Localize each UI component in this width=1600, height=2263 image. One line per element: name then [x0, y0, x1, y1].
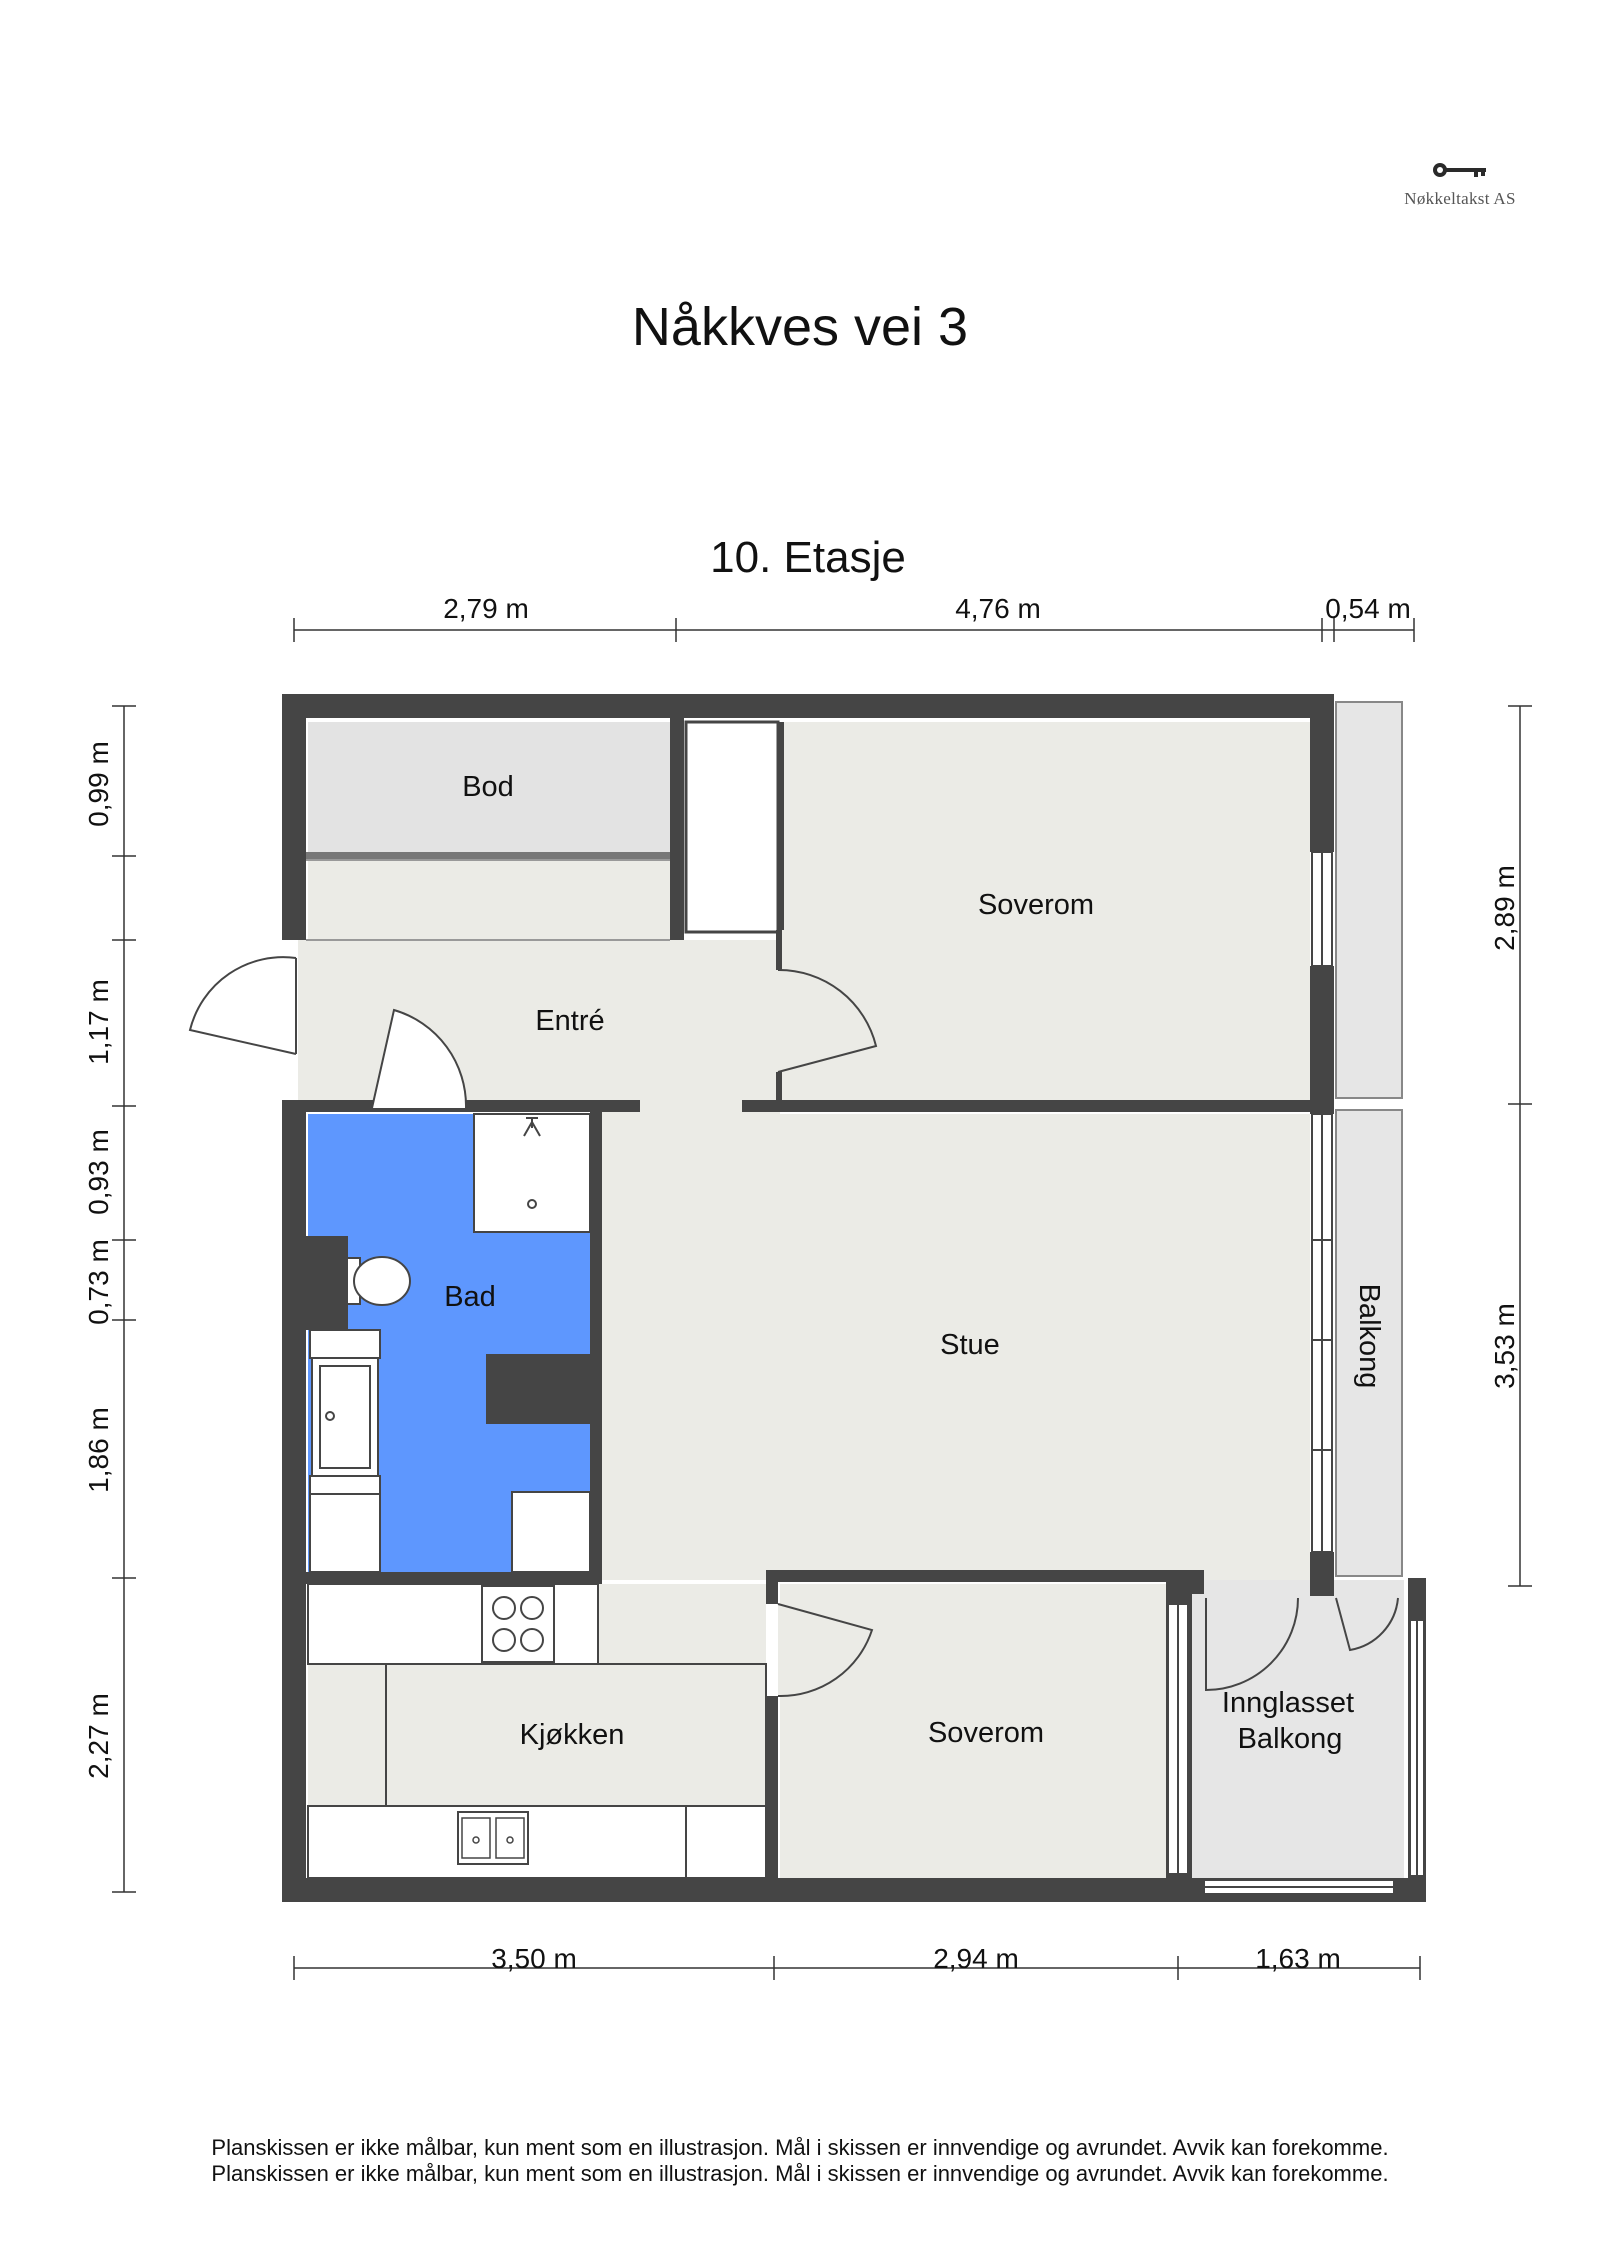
door-innglasset	[1205, 1597, 1299, 1692]
dim-bottom-3: 1,63 m	[1255, 1943, 1341, 1974]
dim-left-5: 1,86 m	[83, 1407, 114, 1493]
bath-sink	[311, 1357, 379, 1477]
dim-left-3: 0,93 m	[83, 1129, 114, 1215]
wall-stue-top	[742, 1100, 1312, 1112]
page-title: Nåkkves vei 3	[631, 297, 969, 357]
dimension-lines	[112, 618, 1532, 1980]
wall-bod-shelf	[306, 852, 670, 860]
wall-bad-bottom	[306, 1572, 602, 1584]
bath-cabinet	[309, 1329, 381, 1359]
door-main	[188, 956, 297, 1055]
windows	[1167, 851, 1425, 1895]
label-bad: Bad	[444, 1281, 496, 1313]
shower-drain	[527, 1199, 537, 1209]
wall-top	[282, 694, 1332, 718]
wall-bad-right	[590, 1110, 602, 1584]
floor-wardrobe	[684, 720, 780, 934]
dim-left-1: 0,99 m	[83, 741, 114, 827]
label-innglasset-1: Innglasset	[1222, 1687, 1354, 1719]
wall-soverom2-left-top	[766, 1570, 778, 1604]
floor-stue	[600, 1114, 1310, 1580]
washer	[309, 1475, 381, 1573]
label-soverom-1: Soverom	[978, 889, 1094, 921]
wall-innglasset-top	[1192, 1570, 1204, 1594]
label-innglasset-2: Balkong	[1238, 1723, 1343, 1755]
room-labels: Bod Soverom Entré Bad Stue Balkong Kjøkk…	[444, 771, 1385, 1755]
wall-right-mid	[1310, 966, 1334, 1114]
floor-entre	[298, 940, 780, 1100]
dim-top-2: 4,76 m	[955, 593, 1041, 624]
label-bod: Bod	[462, 771, 514, 803]
dim-top-1: 2,79 m	[443, 593, 529, 624]
toilet-bowl	[353, 1256, 411, 1306]
dim-left-4: 0,73 m	[83, 1239, 114, 1325]
company-logo: Nøkkeltakst AS	[1380, 160, 1540, 209]
floor-balkong-lower	[1335, 1109, 1403, 1577]
floor-bod	[308, 722, 670, 852]
fixtures	[307, 1113, 767, 1879]
label-soverom-2: Soverom	[928, 1717, 1044, 1749]
wall-right-low	[1310, 1552, 1334, 1596]
disclaimer-line: Planskissen er ikke målbar, kun ment som…	[211, 2135, 1389, 2160]
floor-balkong-upper	[1335, 701, 1403, 1099]
dim-left-6: 2,27 m	[83, 1693, 114, 1779]
door-bad	[371, 1008, 468, 1109]
doors	[188, 859, 1399, 1698]
dim-right-2: 3,53 m	[1489, 1303, 1520, 1389]
wall-left-lower	[282, 1100, 306, 1902]
company-name: Nøkkeltakst AS	[1404, 189, 1516, 208]
door-soverom-2	[777, 1603, 874, 1698]
stove	[481, 1585, 555, 1663]
wall-soverom1-left-low	[776, 1072, 782, 1102]
door-balkong	[1335, 1597, 1399, 1652]
wall-entre-bottom-left	[306, 1100, 640, 1112]
dim-top-3: 0,54 m	[1325, 593, 1411, 624]
floor-label: 10. Etasje	[710, 533, 906, 582]
room-floors	[298, 701, 1404, 1878]
counter-island	[385, 1663, 767, 1807]
label-kjokken: Kjøkken	[520, 1719, 625, 1751]
label-balkong: Balkong	[1353, 1284, 1385, 1389]
door-soverom-1	[777, 968, 878, 1073]
dim-left-2: 1,17 m	[83, 979, 114, 1065]
dim-bottom-2: 2,94 m	[933, 1943, 1019, 1974]
shower-head-icon	[523, 1117, 541, 1137]
dim-right-1: 2,89 m	[1489, 865, 1520, 951]
dimension-labels: 2,79 m 4,76 m 0,54 m 3,50 m 2,94 m 1,63 …	[83, 593, 1520, 1974]
kitchen-sink	[457, 1811, 529, 1865]
dim-bottom-1: 3,50 m	[491, 1943, 577, 1974]
wall-soverom1-left	[776, 930, 782, 970]
shower	[473, 1113, 591, 1233]
wall-soverom2-left-low	[766, 1696, 778, 1882]
wall-soverom2-top	[766, 1570, 1196, 1582]
wall-wardrobe-side	[778, 722, 784, 930]
wall-bod-right	[670, 718, 684, 940]
dryer	[511, 1491, 591, 1573]
label-entre: Entré	[535, 1005, 604, 1037]
walls	[282, 694, 1426, 1902]
wall-right-top	[1310, 694, 1334, 852]
shaft	[486, 1354, 590, 1424]
key-icon	[1433, 163, 1486, 177]
disclaimer: Planskissen er ikke målbar, kun ment som…	[0, 2135, 1600, 2187]
label-stue: Stue	[940, 1329, 1000, 1361]
disclaimer-line: Planskissen er ikke målbar, kun ment som…	[211, 2161, 1389, 2186]
floor-closet	[308, 860, 670, 940]
counter-bottom	[307, 1805, 767, 1879]
wall-bad-niche	[306, 1236, 348, 1330]
wall-left-upper	[282, 694, 306, 940]
